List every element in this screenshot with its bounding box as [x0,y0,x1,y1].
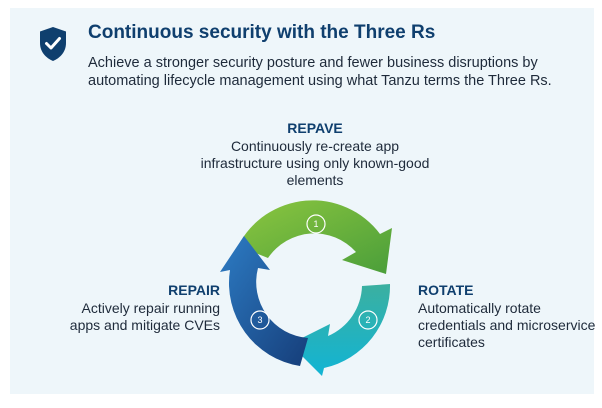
page-subtitle: Achieve a stronger security posture and … [88,55,552,89]
three-rs-cycle-diagram: 1 2 3 [220,200,392,376]
step-marker-2: 2 [358,310,378,330]
page-title: Continuous security with the Three Rs [88,22,436,43]
rotate-label: ROTATE Automatically rotate credentials … [418,282,598,351]
repave-title: REPAVE [287,120,343,136]
infographic-card [10,8,594,394]
rotate-arrow [290,284,391,376]
step-number-2: 2 [365,315,370,325]
repave-label: REPAVE Continuously re-create app infras… [200,120,430,189]
step-number-1: 1 [313,219,318,229]
repair-title: REPAIR [168,282,220,298]
rotate-description: Automatically rotate credentials and mic… [418,300,596,350]
repave-description: Continuously re-create app infrastructur… [200,138,430,188]
repave-arrow [238,200,392,274]
rotate-title: ROTATE [418,282,474,298]
step-number-3: 3 [257,315,262,325]
step-marker-1: 1 [306,214,326,234]
shield-check-icon [40,27,66,61]
repair-arrow [220,236,308,366]
repair-label: REPAIR Actively repair running apps and … [60,282,220,334]
repair-description: Actively repair running apps and mitigat… [69,300,220,333]
step-marker-3: 3 [250,310,270,330]
